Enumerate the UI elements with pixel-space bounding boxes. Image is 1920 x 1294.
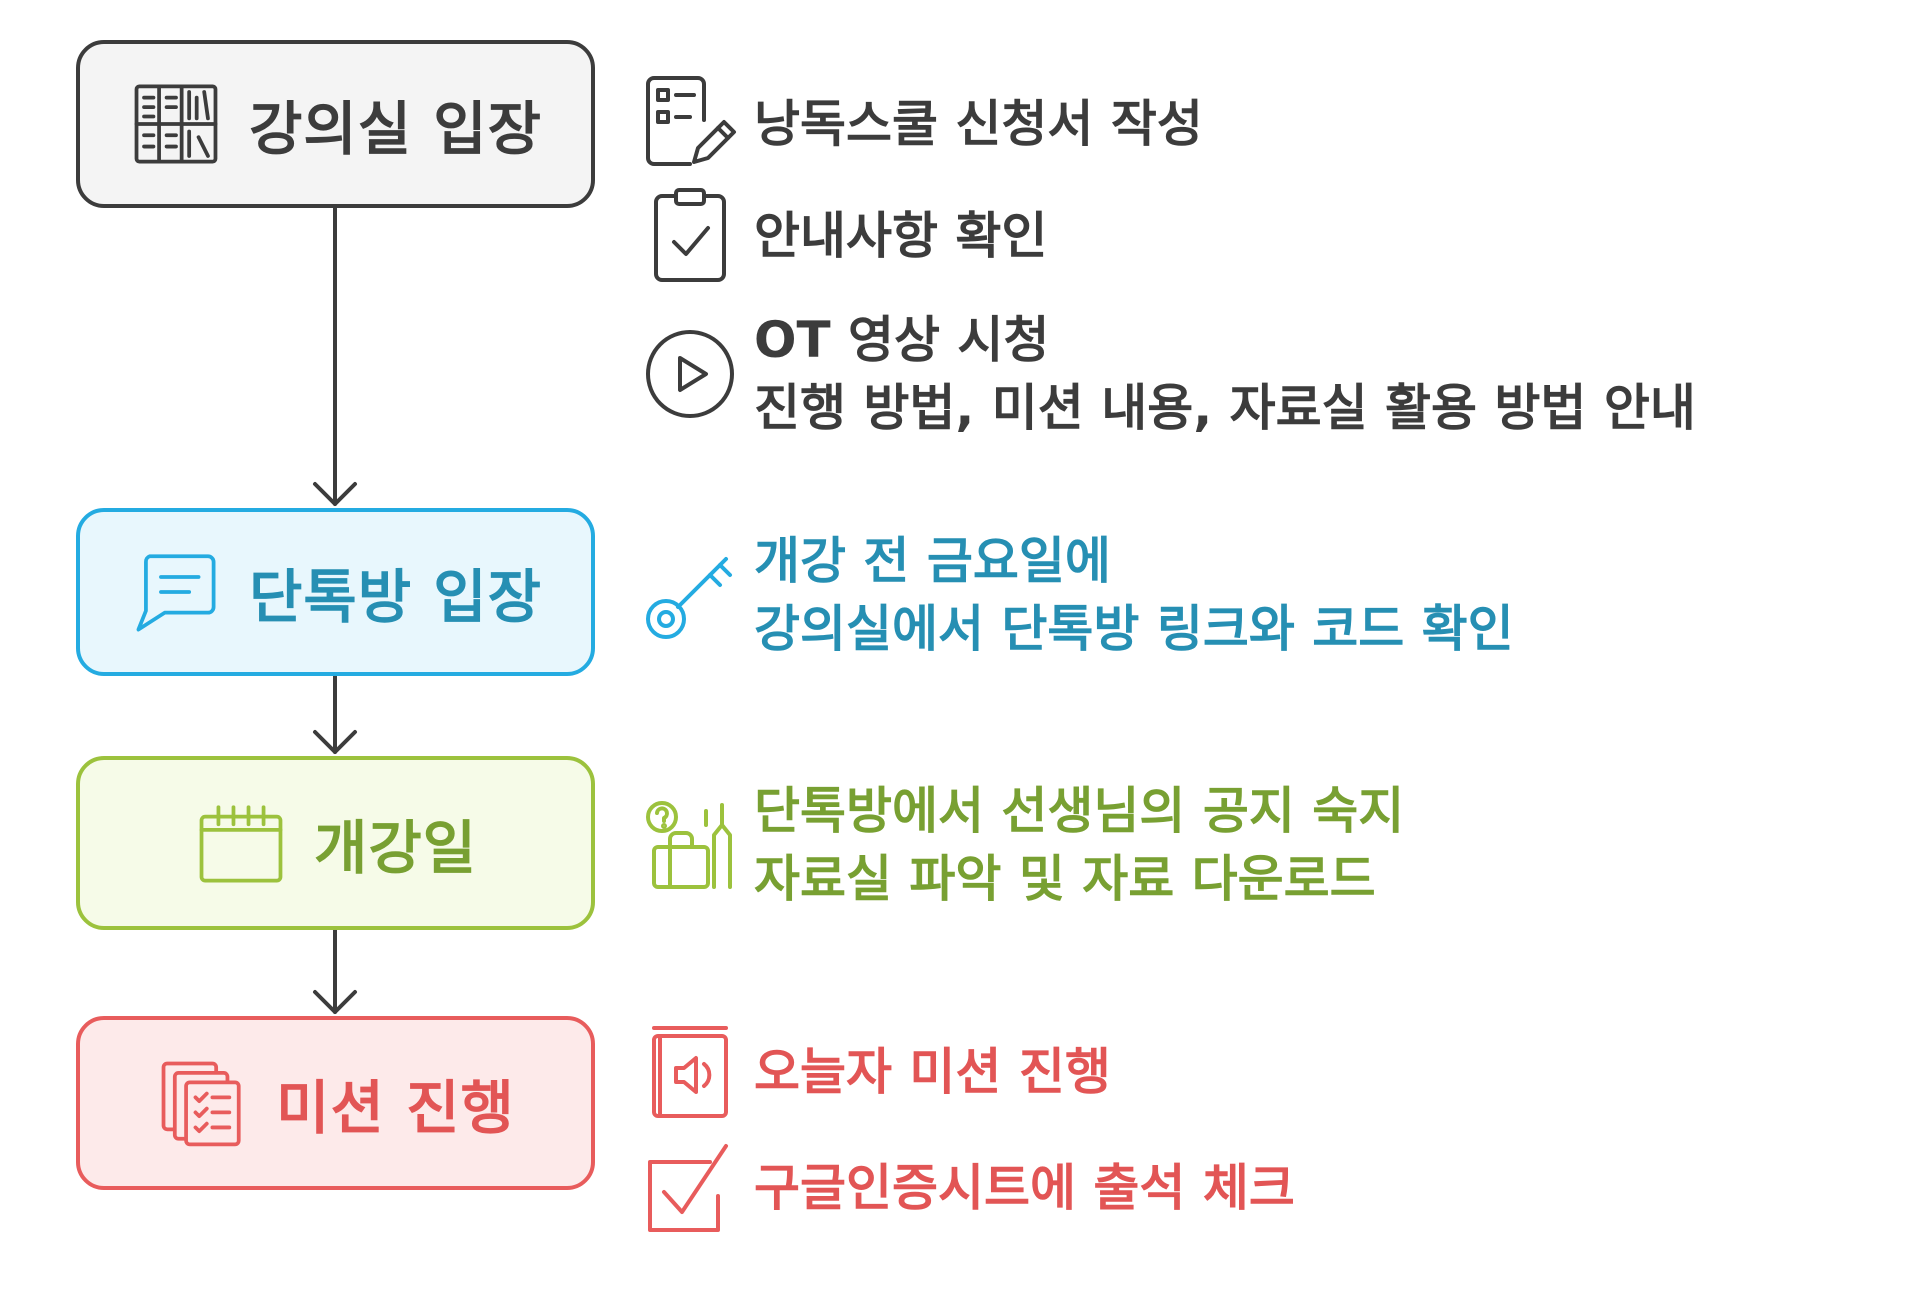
detail-groupchat-link: 개강 전 금요일에 강의실에서 단톡방 링크와 코드 확인 bbox=[640, 527, 1514, 663]
step-groupchat-entry: 단톡방 입장 bbox=[76, 508, 595, 676]
step-opening-day: 개강일 bbox=[76, 756, 595, 930]
audio-book-icon bbox=[652, 1026, 728, 1118]
detail-text: 낭독스쿨 신청서 작성 bbox=[754, 90, 1203, 158]
detail-text: 안내사항 확인 bbox=[754, 202, 1047, 270]
detail-line: 단톡방에서 선생님의 공지 숙지 bbox=[754, 782, 1405, 840]
detail-line: 안내사항 확인 bbox=[754, 207, 1048, 265]
detail-attendance-check: 구글인증시트에 출석 체크 bbox=[640, 1138, 1295, 1238]
detail-line: 강의실에서 단톡방 링크와 코드 확인 bbox=[754, 600, 1514, 658]
step-label: 단톡방 입장 bbox=[249, 563, 542, 631]
detail-text: 구글인증시트에 출석 체크 bbox=[754, 1154, 1295, 1222]
detail-application-form: 낭독스쿨 신청서 작성 bbox=[640, 74, 1203, 174]
detail-text: OT 영상 시청 진행 방법, 미션 내용, 자료실 활용 방법 안내 bbox=[754, 306, 1696, 442]
step-label: 강의실 입장 bbox=[249, 95, 542, 163]
arrow-3 bbox=[313, 928, 357, 1014]
checkbox-icon bbox=[648, 1144, 728, 1232]
key-icon bbox=[646, 557, 732, 639]
detail-line: 개강 전 금요일에 bbox=[754, 532, 1111, 590]
detail-line: 자료실 파악 및 자료 다운로드 bbox=[754, 850, 1376, 908]
form-pencil-icon bbox=[646, 76, 736, 166]
detail-text: 오늘자 미션 진행 bbox=[754, 1038, 1111, 1106]
bookshelf-icon bbox=[134, 84, 218, 164]
step-label: 개강일 bbox=[313, 814, 478, 882]
calendar-icon bbox=[199, 805, 283, 883]
detail-line: 진행 방법, 미션 내용, 자료실 활용 방법 안내 bbox=[754, 379, 1696, 437]
clipboard-check-icon bbox=[654, 188, 726, 282]
detail-line: 오늘자 미션 진행 bbox=[754, 1043, 1111, 1101]
detail-ot-video: OT 영상 시청 진행 방법, 미션 내용, 자료실 활용 방법 안내 bbox=[640, 306, 1696, 442]
detail-text: 단톡방에서 선생님의 공지 숙지 자료실 파악 및 자료 다운로드 bbox=[754, 777, 1404, 913]
detail-line: OT 영상 시청 bbox=[754, 311, 1050, 369]
step-classroom-entry: 강의실 입장 bbox=[76, 40, 595, 208]
detail-line: 낭독스쿨 신청서 작성 bbox=[754, 95, 1203, 153]
checklist-stack-icon bbox=[161, 1061, 241, 1147]
detail-line: 구글인증시트에 출석 체크 bbox=[754, 1159, 1295, 1217]
question-tools-icon bbox=[646, 801, 732, 889]
arrow-1 bbox=[313, 206, 357, 506]
step-label: 미션 진행 bbox=[276, 1074, 515, 1142]
detail-notice-check: 안내사항 확인 bbox=[640, 186, 1047, 286]
step-mission-progress: 미션 진행 bbox=[76, 1016, 595, 1190]
arrow-2 bbox=[313, 674, 357, 754]
detail-daily-mission: 오늘자 미션 진행 bbox=[640, 1022, 1111, 1122]
play-circle-icon bbox=[646, 330, 734, 418]
detail-text: 개강 전 금요일에 강의실에서 단톡방 링크와 코드 확인 bbox=[754, 527, 1514, 663]
chat-icon bbox=[136, 554, 216, 632]
detail-teacher-notice: 단톡방에서 선생님의 공지 숙지 자료실 파악 및 자료 다운로드 bbox=[640, 777, 1404, 913]
